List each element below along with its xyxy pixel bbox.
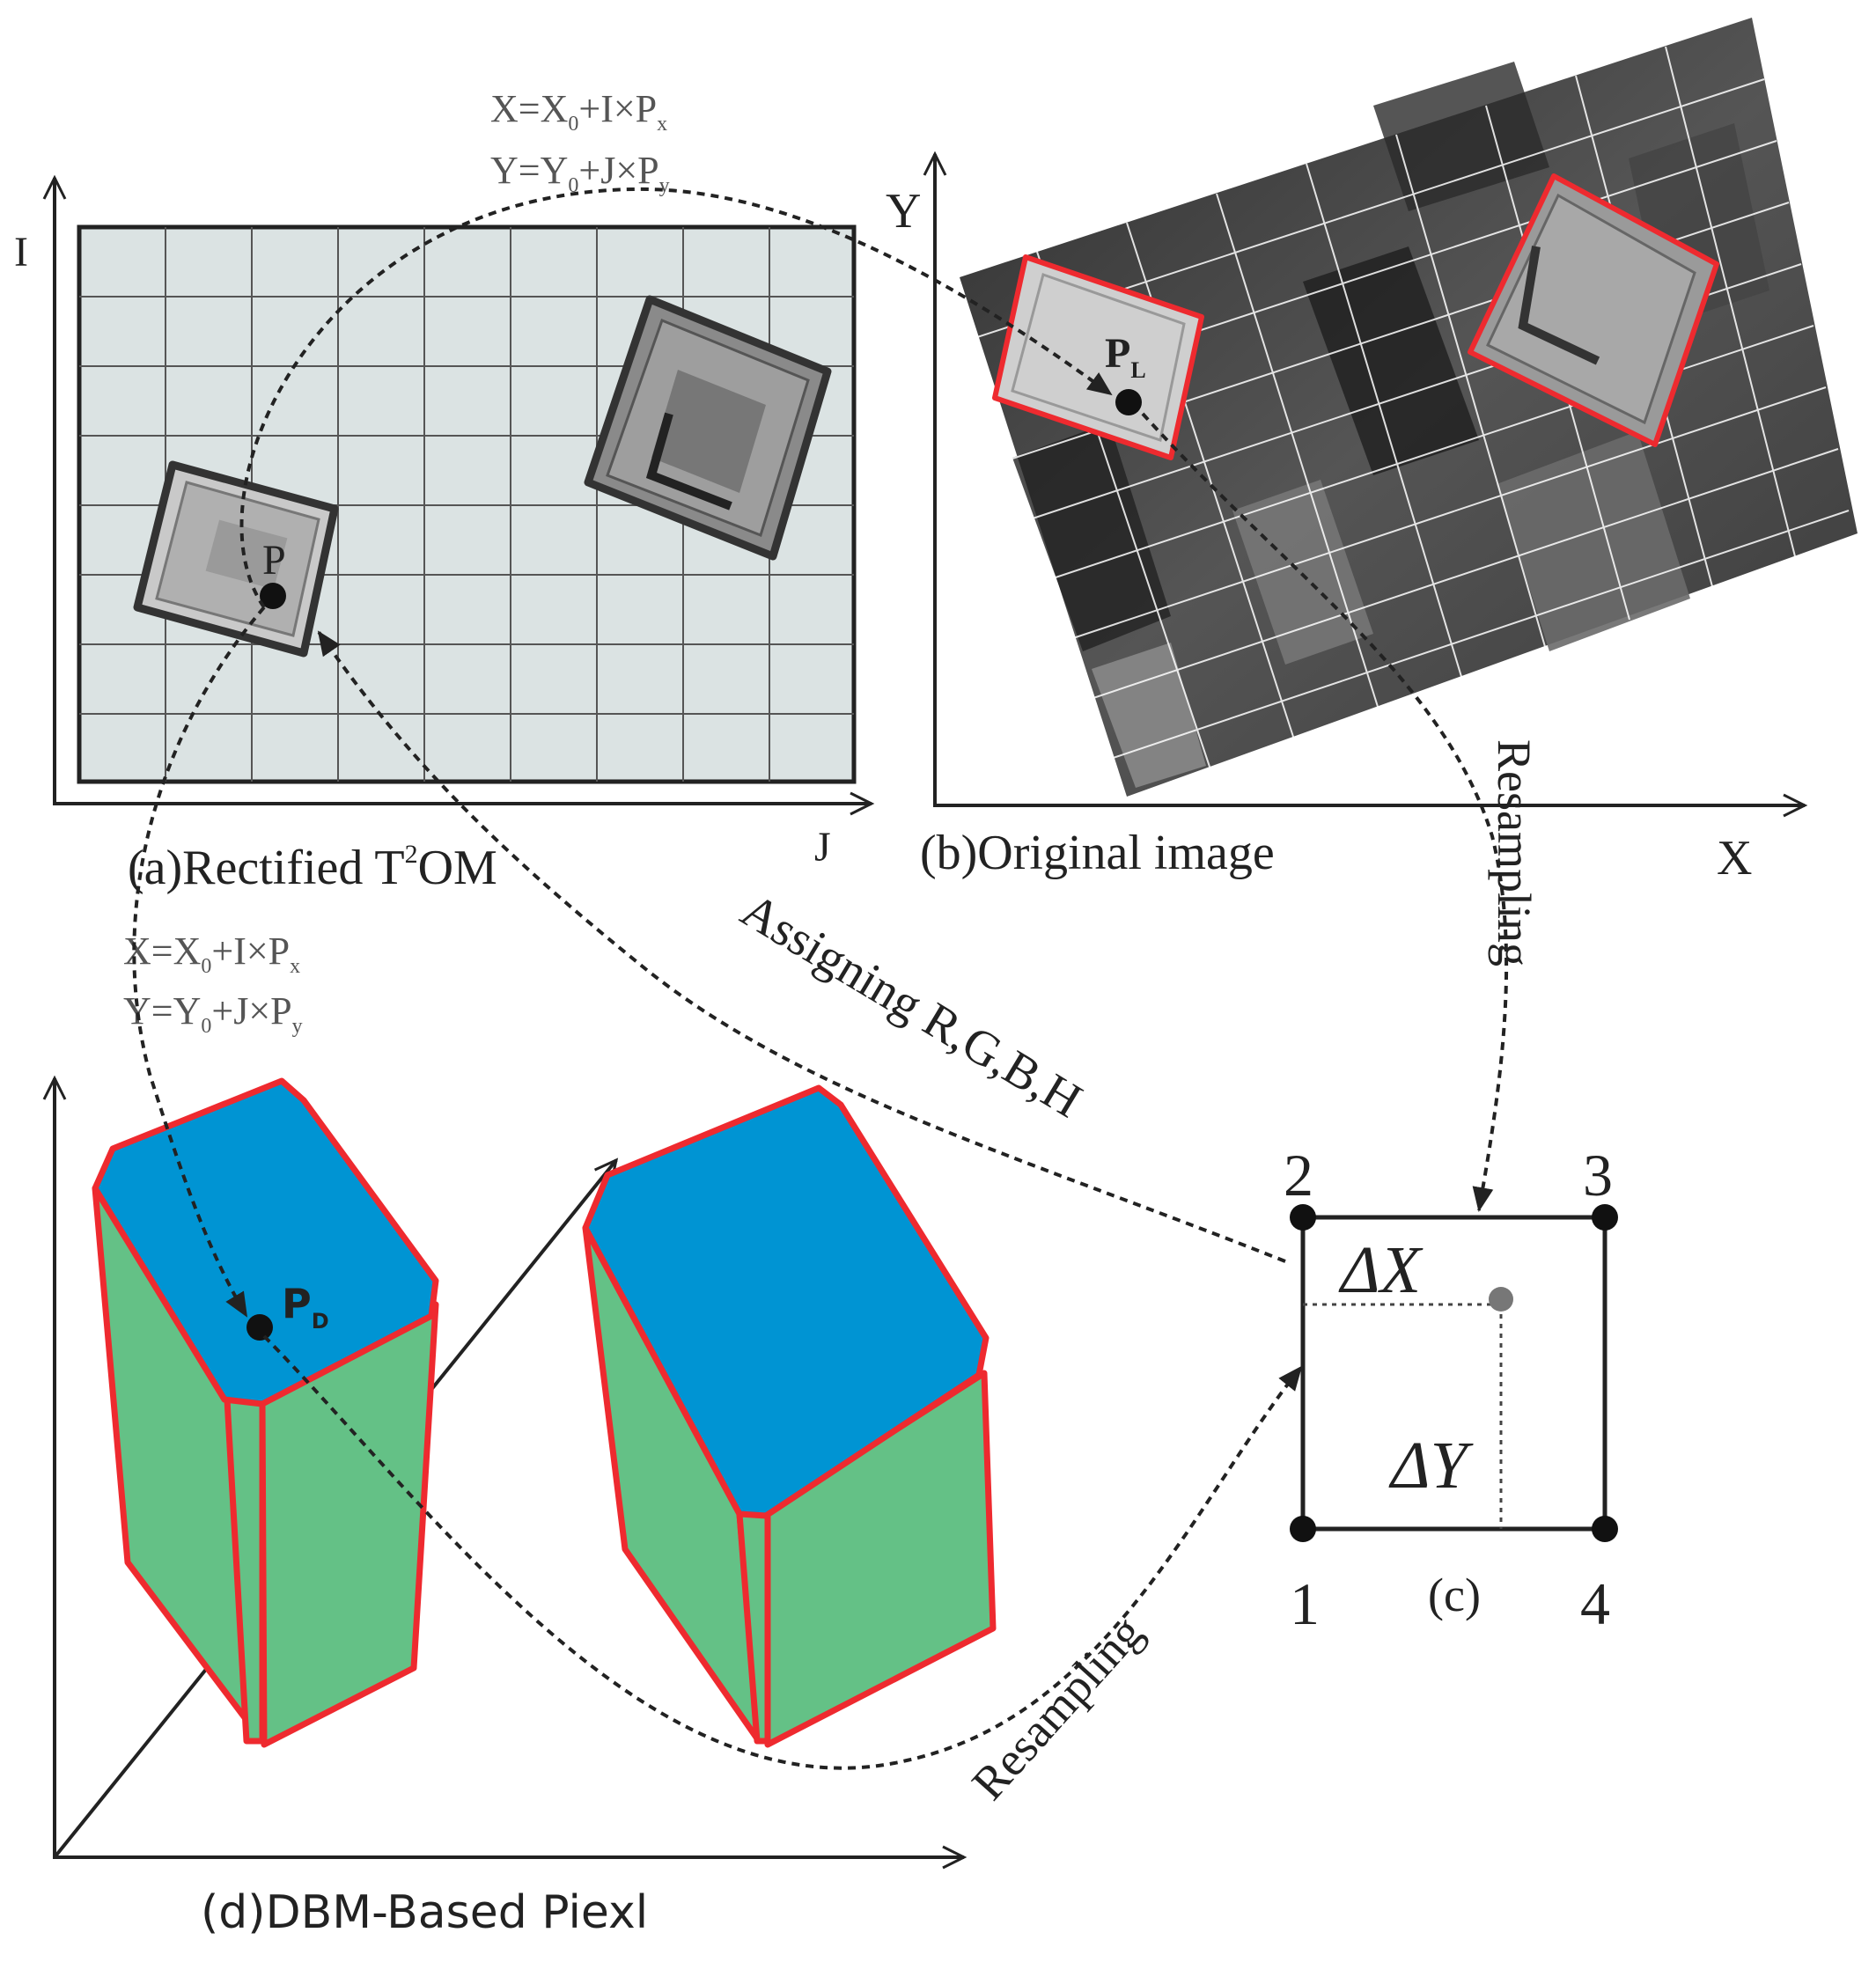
arrow-a-to-b [239, 187, 1113, 609]
label-resampling-bottom: Resampling [961, 1606, 1152, 1810]
formula-top-y: Y=Y0+J×Py [490, 149, 670, 197]
label-assigning: Assigning R,G,B,H [732, 883, 1091, 1128]
formula-left-x: X=X0+I×Px [123, 930, 300, 978]
formula-top: X=X0+I×Px Y=Y0+J×Py [490, 87, 670, 197]
panel-a-point-p [260, 583, 286, 609]
panel-a-axis-j-label: J [814, 824, 831, 871]
formula-left: X=X0+I×Px Y=Y0+J×Py [123, 930, 303, 1038]
panel-c-delta-x: ΔX [1338, 1233, 1424, 1307]
panel-a-point-label: P [262, 537, 286, 584]
arrow-b-to-c [1141, 412, 1509, 1212]
panel-b-caption: (b)Original image [920, 826, 1275, 880]
arrow-a-to-d [132, 606, 266, 1318]
panel-b-point-pl [1115, 389, 1142, 415]
panel-c-corner-3-dot [1592, 1204, 1618, 1231]
formula-top-x: X=X0+I×Px [490, 87, 667, 136]
panel-c-corner-4-dot [1592, 1516, 1618, 1542]
panel-c-corner-1: 1 [1290, 1570, 1320, 1637]
formula-left-y: Y=Y0+J×Py [123, 989, 303, 1038]
panel-b-axis-x-label: X [1717, 831, 1752, 885]
arrow-d-to-c [262, 1334, 1303, 1770]
panel-b-building-left [992, 254, 1204, 460]
panel-d-building-1 [92, 1077, 439, 1748]
flow-arrows [132, 187, 1509, 1770]
panel-d-point-label: PD [282, 1280, 329, 1334]
label-resampling-right: Resampling [1488, 739, 1541, 966]
panel-c-corner-4: 4 [1580, 1570, 1610, 1637]
arrow-c-to-a [317, 630, 1286, 1263]
panel-a-caption: (a)Rectified T2OM [128, 840, 497, 895]
panel-d-point-pd [246, 1314, 273, 1341]
panel-d-building-2 [582, 1084, 997, 1748]
panel-c-caption: (c) [1428, 1569, 1481, 1621]
panel-c-corner-3: 3 [1583, 1142, 1613, 1209]
panel-c-corner-2: 2 [1284, 1142, 1313, 1209]
panel-c: ΔX ΔY 2 3 1 4 (c) [1284, 1142, 1618, 1637]
panel-a-axis-i-label: I [14, 229, 28, 276]
panel-a: P I J (a)Rectified T2OM [14, 174, 875, 895]
panel-b-axis-y-label: Y [886, 184, 921, 239]
panel-b-photo [960, 18, 1858, 797]
panel-b: PL Y X (b)Original image [886, 18, 1858, 885]
panel-c-corner-2-dot [1290, 1204, 1316, 1231]
panel-c-sample-point [1489, 1287, 1513, 1312]
panel-d-caption: (d)DBM-Based Piexl [201, 1886, 648, 1939]
panel-b-point-label: PL [1105, 330, 1146, 383]
panel-d: PD (d)DBM-Based Piexl [42, 1075, 997, 1939]
panel-c-corner-1-dot [1290, 1516, 1316, 1542]
panel-c-delta-y: ΔY [1388, 1429, 1475, 1503]
panel-c-square [1300, 1215, 1607, 1532]
panel-a-building-large [584, 295, 832, 561]
